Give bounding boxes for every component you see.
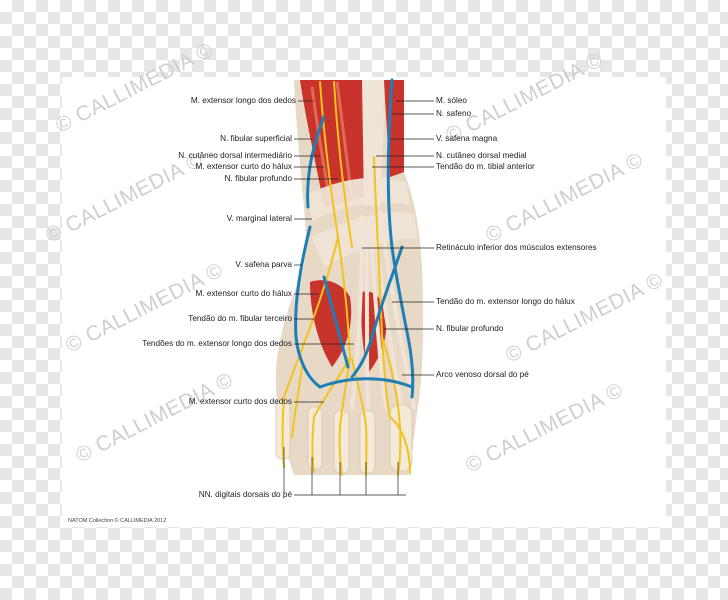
lateral-marginal-vein	[294, 225, 322, 389]
credit-text: NATOM Collection © CALLIMEDIA 2012	[68, 518, 167, 524]
toe-2	[359, 410, 376, 474]
label-safeno: N. safeno	[436, 109, 472, 118]
label-tendoes-extensor-longo: Tendões do m. extensor longo dos dedos	[142, 339, 292, 348]
label-extensor-curto-halux-1: M. extensor curto do hálux	[195, 162, 292, 171]
label-cutaneo-dorsal-intermediario: N. cutâneo dorsal intermediário	[178, 151, 292, 160]
toe-4	[307, 406, 323, 470]
retinaculum-superior	[306, 177, 410, 221]
label-extensor-curto-dedos: M. extensor curto dos dedos	[188, 397, 292, 406]
label-fibular-terceiro: Tendão do m. fibular terceiro	[188, 314, 292, 323]
label-cutaneo-dorsal-medial: N. cutâneo dorsal medial	[436, 151, 527, 160]
label-arco-venoso: Arco venoso dorsal do pé	[436, 370, 529, 379]
dorsal-venous-arch	[318, 377, 414, 389]
label-safena-magna: V. safena magna	[436, 134, 498, 143]
label-safena-parva: V. safena parva	[235, 260, 292, 269]
label-fibular-profundo-right: N. fibular profundo	[436, 324, 504, 333]
small-saphenous-vein	[306, 115, 326, 209]
label-digitais-dorsais: NN. digitais dorsais do pé	[198, 490, 292, 499]
label-extensor-curto-halux-2: M. extensor curto do hálux	[195, 289, 292, 298]
label-fibular-profundo-left: N. fibular profundo	[224, 174, 292, 183]
label-retinaculo-inferior: Retináculo inferior dos músculos extenso…	[436, 243, 597, 252]
anatomy-plate: © CALLIMEDIA © © CALLIMEDIA © © CALLIMED…	[42, 38, 667, 527]
label-soleo: M. sóleo	[436, 96, 467, 105]
label-extensor-longo-halux: Tendão do m. extensor longo do hálux	[436, 297, 575, 306]
label-tibial-anterior: Tendão do m. tibial anterior	[436, 162, 535, 171]
label-marginal-lateral: V. marginal lateral	[226, 214, 292, 223]
foot-illustration	[275, 78, 424, 476]
label-fibular-superficial: N. fibular superficial	[220, 134, 292, 143]
label-extensor-longo-dos-dedos: M. extensor longo dos dedos	[190, 96, 296, 105]
